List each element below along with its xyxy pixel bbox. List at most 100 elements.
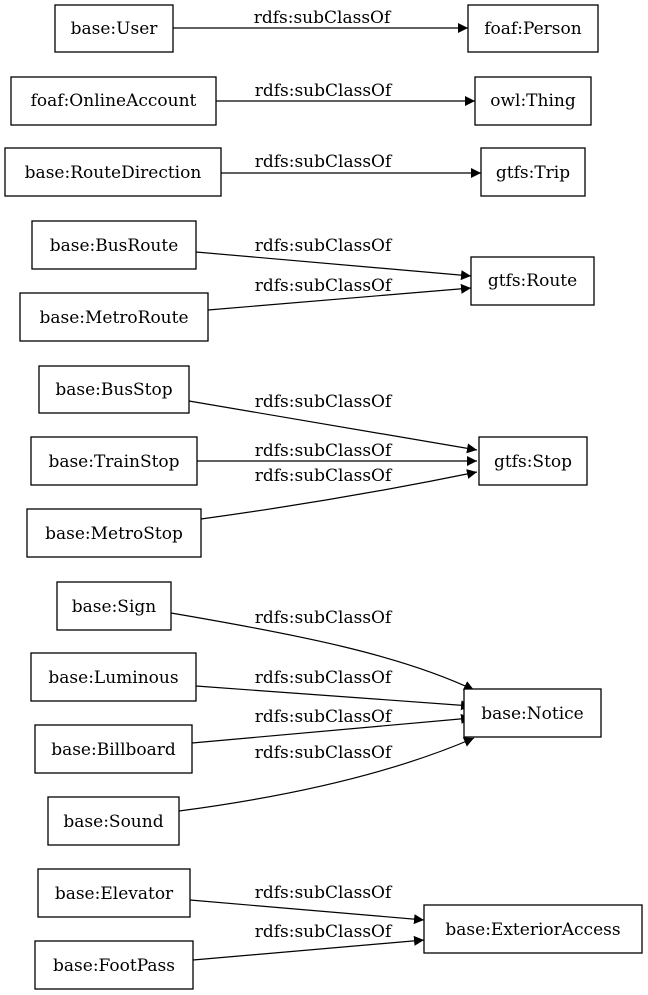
node-gtfs-route[interactable]: gtfs:Route — [470, 256, 595, 306]
node-box — [19, 292, 209, 342]
edge-line — [191, 713, 472, 744]
node-label: base:Luminous — [48, 668, 178, 688]
edge-line — [178, 737, 475, 812]
node-base-routedirection[interactable]: base:RouteDirection — [4, 147, 222, 197]
node-base-busroute[interactable]: base:BusRoute — [31, 220, 197, 270]
node-box — [480, 147, 586, 197]
node-base-sign[interactable]: base:Sign — [56, 581, 172, 631]
node-box — [30, 436, 198, 486]
edge-sound-notice: rdfs:subClassOf — [178, 737, 475, 812]
edge-line — [195, 685, 472, 711]
node-owl-thing[interactable]: owl:Thing — [474, 76, 592, 126]
node-label: owl:Thing — [490, 91, 576, 111]
node-box — [37, 868, 191, 918]
node-base-sound[interactable]: base:Sound — [47, 796, 180, 846]
node-foaf-person[interactable]: foaf:Person — [467, 4, 599, 53]
edge-label: rdfs:subClassOf — [255, 276, 393, 296]
node-box — [470, 256, 595, 306]
node-box — [54, 4, 174, 53]
edge-label: rdfs:subClassOf — [255, 441, 393, 461]
edge-label: rdfs:subClassOf — [255, 466, 393, 486]
node-base-footpass[interactable]: base:FootPass — [34, 940, 194, 990]
node-label: base:MetroStop — [45, 524, 183, 544]
edge-luminous-notice: rdfs:subClassOf — [195, 668, 472, 711]
edge-label: rdfs:subClassOf — [255, 81, 393, 101]
edge-line — [195, 251, 472, 281]
edge-label: rdfs:subClassOf — [254, 8, 392, 28]
node-box — [47, 796, 180, 846]
edge-label: rdfs:subClassOf — [255, 608, 393, 628]
edge-label: rdfs:subClassOf — [255, 236, 393, 256]
node-label: base:RouteDirection — [25, 163, 202, 183]
node-base-elevator[interactable]: base:Elevator — [37, 868, 191, 918]
edge-label: rdfs:subClassOf — [255, 883, 393, 903]
node-base-luminous[interactable]: base:Luminous — [30, 652, 197, 702]
edge-onlineaccount-thing: rdfs:subClassOf — [216, 81, 475, 106]
node-label: base:MetroRoute — [39, 308, 188, 328]
node-label: base:Billboard — [51, 740, 176, 760]
edge-busstop-stop: rdfs:subClassOf — [188, 392, 478, 454]
node-box — [10, 76, 217, 126]
node-box — [4, 147, 222, 197]
node-label: base:BusRoute — [50, 236, 179, 256]
edge-busroute-route: rdfs:subClassOf — [195, 236, 472, 281]
node-box — [478, 436, 588, 486]
node-box — [38, 365, 190, 414]
node-box — [26, 508, 202, 558]
node-base-busstop[interactable]: base:BusStop — [38, 365, 190, 414]
node-base-user[interactable]: base:User — [54, 4, 174, 53]
node-gtfs-stop[interactable]: gtfs:Stop — [478, 436, 588, 486]
edge-billboard-notice: rdfs:subClassOf — [191, 707, 472, 744]
edge-label: rdfs:subClassOf — [255, 152, 393, 172]
node-label: gtfs:Route — [488, 271, 577, 291]
edge-label: rdfs:subClassOf — [255, 707, 393, 727]
node-box — [56, 581, 172, 631]
node-foaf-onlineaccount[interactable]: foaf:OnlineAccount — [10, 76, 217, 126]
edge-line — [207, 283, 472, 311]
edge-trainstop-stop: rdfs:subClassOf — [197, 441, 477, 466]
edge-line — [192, 935, 425, 961]
node-base-metrostop[interactable]: base:MetroStop — [26, 508, 202, 558]
node-label: gtfs:Stop — [494, 452, 572, 472]
edge-label: rdfs:subClassOf — [255, 668, 393, 688]
node-gtfs-trip[interactable]: gtfs:Trip — [480, 147, 586, 197]
node-box — [423, 904, 643, 954]
node-box — [474, 76, 592, 126]
node-label: base:User — [71, 19, 159, 39]
nodes: base:User foaf:Person foaf:OnlineAccount… — [4, 4, 643, 990]
node-base-metroroute[interactable]: base:MetroRoute — [19, 292, 209, 342]
node-label: base:ExteriorAccess — [445, 920, 620, 940]
node-label: base:TrainStop — [48, 452, 179, 472]
node-base-trainstop[interactable]: base:TrainStop — [30, 436, 198, 486]
node-label: base:BusStop — [55, 380, 172, 400]
edge-label: rdfs:subClassOf — [255, 392, 393, 412]
node-base-exterioraccess[interactable]: base:ExteriorAccess — [423, 904, 643, 954]
node-label: base:Sign — [72, 597, 156, 617]
edge-line — [200, 469, 478, 520]
node-base-billboard[interactable]: base:Billboard — [34, 724, 193, 774]
node-box — [34, 940, 194, 990]
edge-line — [189, 899, 425, 925]
edge-metrostop-stop: rdfs:subClassOf — [200, 466, 478, 520]
node-label: base:Elevator — [55, 884, 174, 904]
node-base-notice[interactable]: base:Notice — [463, 688, 602, 738]
node-label: gtfs:Trip — [496, 163, 570, 183]
node-box — [467, 4, 599, 53]
edge-line — [170, 612, 475, 691]
node-box — [30, 652, 197, 702]
edge-routedirection-trip: rdfs:subClassOf — [221, 152, 481, 178]
edge-label: rdfs:subClassOf — [255, 743, 393, 763]
edges: rdfs:subClassOf rdfs:subClassOf rdfs:sub… — [170, 8, 481, 961]
node-box — [463, 688, 602, 738]
node-box — [31, 220, 197, 270]
edge-sign-notice: rdfs:subClassOf — [170, 608, 475, 691]
node-label: foaf:Person — [484, 19, 582, 39]
edge-metroroute-route: rdfs:subClassOf — [207, 276, 472, 311]
edge-elevator-exterioraccess: rdfs:subClassOf — [189, 883, 425, 925]
edge-line — [188, 400, 478, 454]
node-label: base:FootPass — [53, 956, 175, 976]
node-label: base:Notice — [481, 704, 584, 724]
node-label: base:Sound — [63, 812, 163, 832]
edge-footpass-exterioraccess: rdfs:subClassOf — [192, 922, 425, 961]
